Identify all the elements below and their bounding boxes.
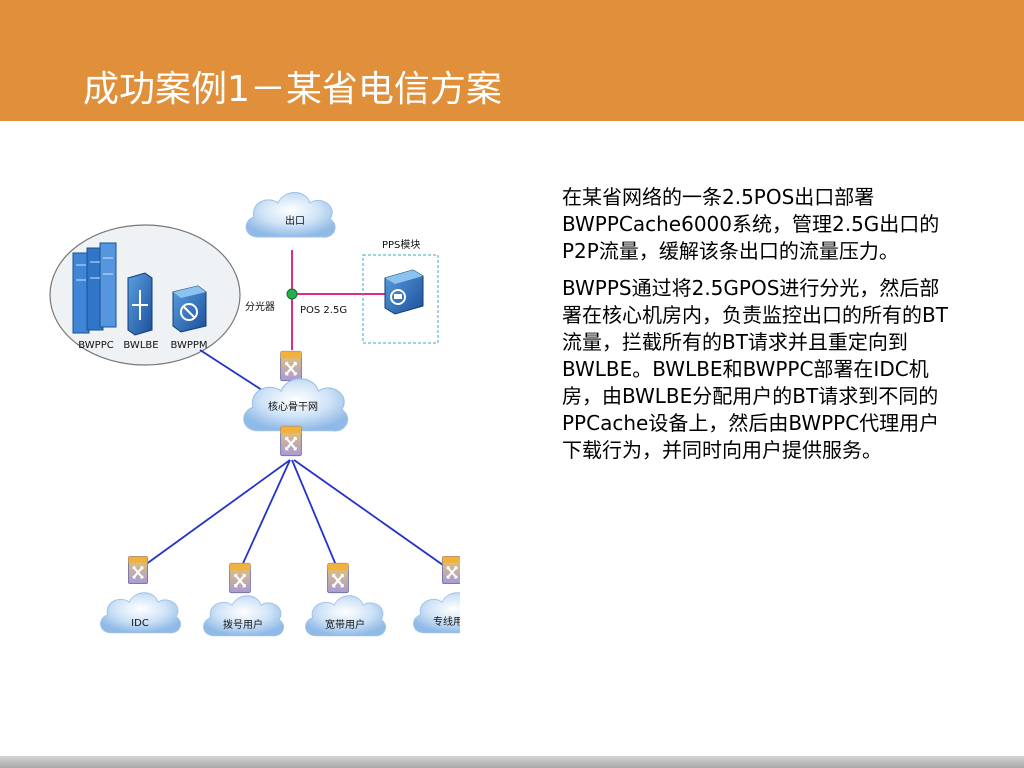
backbone-cloud-label: 核心骨干网 xyxy=(268,400,318,413)
bwppc-icon xyxy=(72,242,117,334)
access-switch-leased xyxy=(441,555,460,585)
access-switch-dialup xyxy=(228,562,252,594)
device-label-bwppc: BWPPC xyxy=(78,340,113,351)
footer-bar xyxy=(0,756,1024,768)
pps-module-label: PPS模块 xyxy=(382,239,420,251)
page-title: 成功案例1－某省电信方案 xyxy=(83,69,502,110)
access-link-leased xyxy=(293,459,451,571)
access-cloud-label-dialup: 拨号用户 xyxy=(223,618,263,631)
pps-module-box xyxy=(362,254,439,344)
access-cloud-label-leased: 专线用户 xyxy=(433,615,460,628)
pps-device-icon xyxy=(384,269,424,315)
link-label: POS 2.5G xyxy=(300,305,347,316)
bwppm-icon xyxy=(172,285,207,333)
header-bar xyxy=(0,0,1024,121)
device-label-bwlbe: BWLBE xyxy=(123,340,158,351)
backbone-upper-switch xyxy=(279,350,303,382)
access-link-dialup xyxy=(239,459,291,571)
network-diagram: 出口 分光器 POS 2.5G PPS模块 BWPPC BWLBE BWPPM xyxy=(49,191,460,637)
device-label-bwppm: BWPPM xyxy=(170,340,207,351)
bwlbe-icon xyxy=(127,272,153,336)
splitter-node xyxy=(286,288,298,300)
egress-cloud xyxy=(245,191,336,238)
description-paragraph-2: BWPPS通过将2.5GPOS进行分光，然后部署在核心机房内，负责监控出口的所有… xyxy=(562,276,948,462)
access-switch-idc xyxy=(127,555,149,585)
access-cloud-label-idc: IDC xyxy=(131,618,149,629)
access-link-broadband xyxy=(291,459,339,571)
description-text: 在某省网络的一条2.5POS出口部署BWPPCache6000系统，管理2.5G… xyxy=(562,184,954,474)
access-cloud-label-broadband: 宽带用户 xyxy=(325,618,365,631)
backbone-lower-switch xyxy=(279,424,303,458)
description-paragraph-1: 在某省网络的一条2.5POS出口部署BWPPCache6000系统，管理2.5G… xyxy=(562,185,940,263)
splitter-label: 分光器 xyxy=(245,300,275,313)
access-switch-broadband xyxy=(326,562,350,594)
access-link-idc xyxy=(137,459,291,571)
device-group-link xyxy=(199,349,266,393)
egress-cloud-label: 出口 xyxy=(285,214,305,227)
